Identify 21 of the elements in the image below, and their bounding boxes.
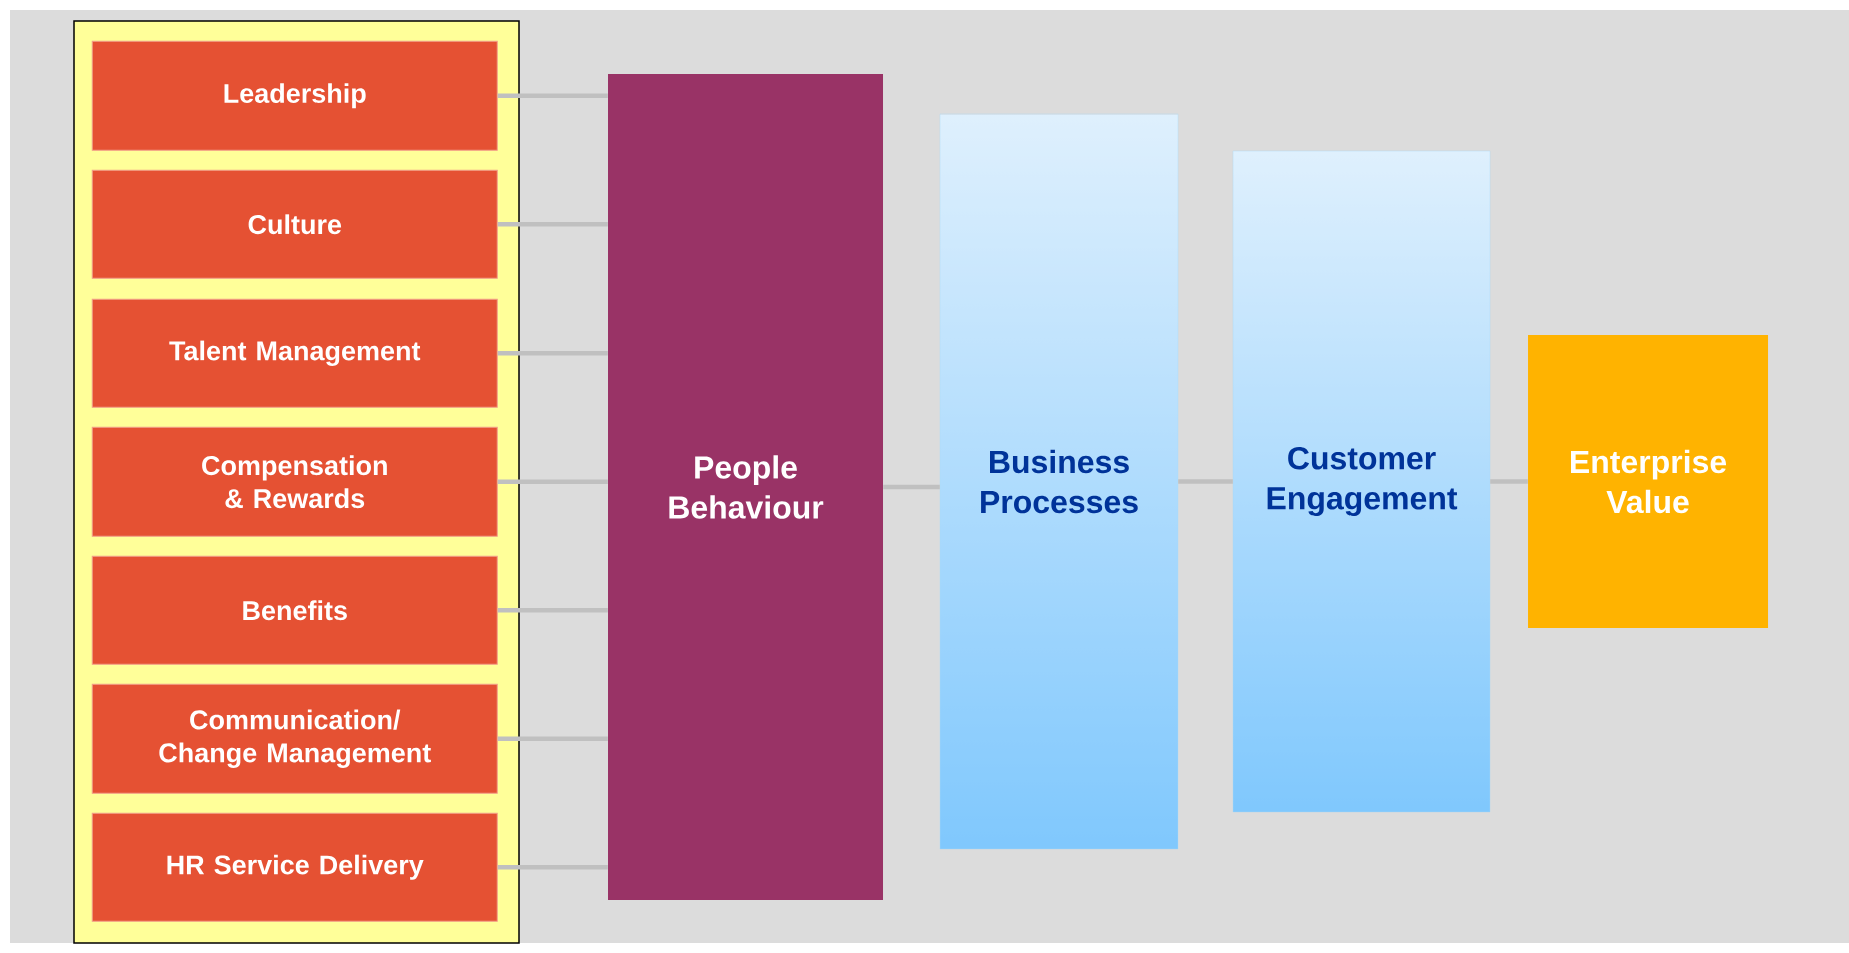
- connector-line: [1490, 479, 1528, 484]
- connector-line: [883, 484, 940, 490]
- stage-box: Business Processes: [939, 113, 1179, 850]
- connector-line: [497, 736, 608, 741]
- factor-box: Leadership: [91, 40, 498, 151]
- stage-box: Customer Engagement: [1232, 150, 1491, 813]
- connector-line: [497, 865, 608, 870]
- connector-line: [497, 479, 608, 484]
- connector-line: [497, 93, 608, 98]
- connector-line: [497, 608, 608, 613]
- factor-box: HR Service Delivery: [91, 812, 498, 922]
- connector-line: [497, 351, 608, 356]
- factor-box: Talent Management: [91, 298, 498, 408]
- factor-box: Benefits: [91, 555, 498, 665]
- stage-box: People Behaviour: [608, 74, 883, 900]
- factor-box: Communication/ Change Management: [91, 683, 498, 794]
- connector-line: [497, 222, 608, 227]
- outcome-box: Enterprise Value: [1528, 335, 1768, 628]
- factor-box: Compensation & Rewards: [91, 426, 498, 537]
- factor-box: Culture: [91, 169, 498, 279]
- connector-line: [1178, 479, 1233, 484]
